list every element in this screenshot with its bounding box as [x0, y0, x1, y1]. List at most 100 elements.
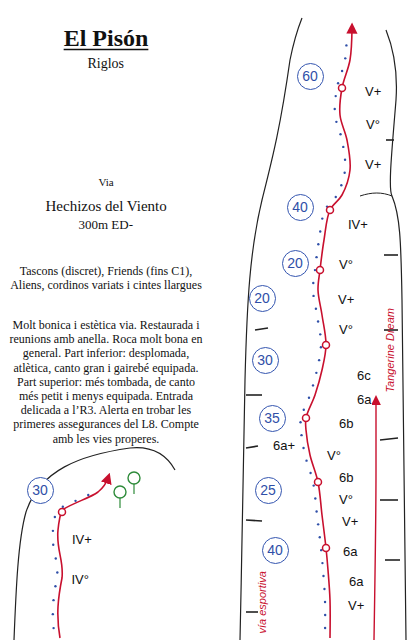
- pitch-length-circle: 30: [27, 477, 54, 504]
- callout-number: 25: [260, 482, 276, 498]
- pitch-length-circle: 20: [282, 250, 309, 277]
- callout-number: 20: [254, 290, 270, 306]
- callout-number: 35: [264, 410, 280, 426]
- pitch-grade: V+: [337, 293, 355, 308]
- bolt-mark: [324, 601, 326, 603]
- bolt-mark: [335, 196, 337, 198]
- bolt-mark: [315, 308, 317, 310]
- route-name: Tangerine Dream: [383, 308, 396, 393]
- rock-outline: [14, 448, 175, 640]
- bolt-mark: [299, 421, 301, 423]
- pitch-length-circle: 60: [297, 63, 324, 90]
- bolt-mark: [52, 627, 54, 629]
- callout-number: 40: [267, 542, 283, 558]
- bolt-mark: [337, 82, 339, 84]
- bolt-mark: [305, 459, 307, 461]
- callout-number: 30: [32, 482, 48, 498]
- belay-mark: [339, 85, 346, 92]
- title: El Pisón: [64, 25, 149, 52]
- pitch-length-circle: 30: [252, 347, 279, 374]
- pitch-grade: V°: [365, 118, 381, 133]
- bolt-mark: [312, 484, 314, 486]
- route-name: vía esportiva: [256, 571, 269, 633]
- bolt-mark: [324, 614, 326, 616]
- pitch-grade: IV+: [347, 218, 369, 233]
- bolt-mark: [342, 146, 344, 148]
- pitch-grade: 6a+: [272, 439, 296, 454]
- pitch-grade: IV°: [71, 573, 90, 588]
- bolt-mark: [345, 44, 347, 46]
- bolt-mark: [340, 184, 342, 186]
- route-grade: 300m ED-: [78, 218, 135, 233]
- bolt-mark: [62, 506, 64, 508]
- pitch-grade: 6b: [338, 471, 354, 486]
- pitch-grade: V+: [347, 599, 365, 614]
- belay-mark: [327, 207, 334, 214]
- route-name: Hechizos del Viento: [45, 198, 168, 215]
- bolt-mark: [317, 523, 319, 525]
- subtitle: Riglos: [87, 56, 126, 72]
- bolt-mark: [339, 133, 341, 135]
- pitch-grade: 6a: [348, 575, 364, 590]
- pitch-length-circle: 25: [255, 477, 282, 504]
- pitch-grade: V+: [364, 158, 382, 173]
- pitch-grade: V°: [338, 323, 354, 338]
- bolt-mark: [343, 172, 345, 174]
- rock-outline: [240, 18, 302, 640]
- bolt-mark: [56, 571, 58, 573]
- pitch-grade: 6a: [356, 393, 372, 408]
- belay-mark: [59, 509, 66, 516]
- callout-number: 30: [257, 352, 273, 368]
- ledge: [360, 193, 392, 196]
- bolt-mark: [318, 359, 320, 361]
- pitch-grade: 6a: [342, 545, 358, 560]
- bolt-mark: [324, 627, 326, 629]
- bolt-mark: [87, 494, 89, 496]
- bolt-mark: [309, 472, 311, 474]
- approach-line: [58, 478, 108, 638]
- bolt-mark: [303, 408, 305, 410]
- bolt-mark: [312, 282, 314, 284]
- bolt-mark: [335, 95, 337, 97]
- tree-symbols: [114, 472, 140, 508]
- bolt-mark: [300, 434, 302, 436]
- gear-note: Tascons (discret), Friends (fins C1), Al…: [4, 265, 209, 293]
- bolt-mark: [314, 497, 316, 499]
- description: Molt bonica i estètica via. Restaurada i…: [7, 318, 205, 446]
- route-label: Via: [98, 176, 115, 189]
- bolt-mark: [312, 384, 314, 386]
- bolt-mark: [317, 243, 319, 245]
- pitch-length-circle: 40: [287, 194, 314, 221]
- callout-number: 60: [302, 68, 318, 84]
- bolt-mark: [52, 544, 54, 546]
- bolt-mark: [52, 613, 54, 615]
- pitch-grade: V°: [338, 258, 354, 273]
- pitch-grade: V°: [326, 449, 342, 464]
- bolt-mark: [315, 510, 317, 512]
- ledge-marks: [246, 140, 400, 612]
- pitch-grade: 6b: [338, 417, 354, 432]
- belay-mark: [317, 267, 324, 274]
- bolt-mark: [344, 159, 346, 161]
- pitch-grade: V+: [364, 85, 382, 100]
- bolt-mark: [323, 588, 325, 590]
- bolt-mark: [302, 447, 304, 449]
- pitch-grade: IV+: [71, 533, 93, 548]
- bolt-mark: [334, 108, 336, 110]
- bolt-mark: [312, 295, 314, 297]
- bolt-mark: [54, 516, 56, 518]
- bolt-mark: [321, 562, 323, 564]
- pitch-grade: 6c: [356, 369, 372, 384]
- belay-mark: [323, 342, 330, 349]
- bolt-mark: [322, 575, 324, 577]
- bolt-mark: [321, 217, 323, 219]
- bolt-mark: [54, 585, 56, 587]
- bolt-mark: [315, 256, 317, 258]
- neighbour-route-line: [374, 400, 376, 640]
- belay-mark: [323, 545, 330, 552]
- bolt-mark: [320, 346, 322, 348]
- belay-mark: [303, 415, 310, 422]
- bolt-marks: [52, 494, 90, 630]
- bolt-mark: [335, 121, 337, 123]
- bolt-mark: [308, 397, 310, 399]
